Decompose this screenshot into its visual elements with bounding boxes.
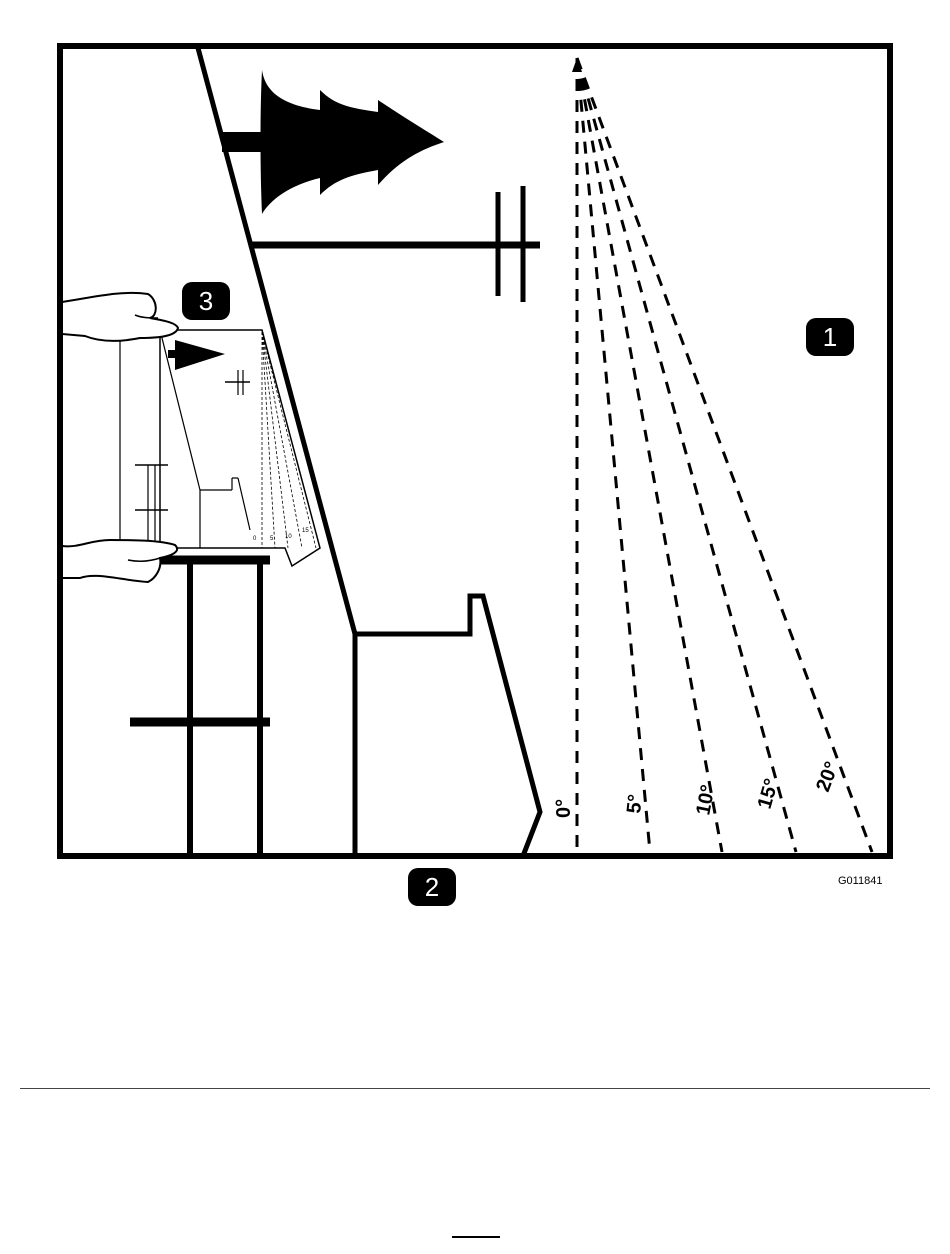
angle-line-5 (577, 58, 650, 852)
stand (130, 560, 270, 856)
mower-body (355, 596, 540, 856)
hand-icon (62, 540, 177, 582)
angle-line-15 (577, 58, 796, 852)
angle-line-20 (577, 58, 872, 852)
svg-text:2: 2 (425, 872, 439, 902)
angle-label: 0° (553, 799, 575, 818)
angle-line-10 (577, 58, 722, 852)
slope-gauge-icon: 0 5 10 15 (120, 330, 320, 566)
svg-text:3: 3 (199, 286, 213, 316)
mini-angle-label: 15 (302, 528, 309, 534)
angle-lines (577, 58, 872, 852)
figure-id: G011841 (838, 875, 882, 887)
tree-icon (222, 70, 444, 214)
angle-label: 15° (754, 776, 783, 811)
fence-icon (252, 186, 540, 302)
section-divider (20, 1088, 930, 1089)
angle-label: 20° (812, 759, 843, 795)
svg-text:1: 1 (823, 322, 837, 352)
callout-1: 1 (806, 318, 854, 356)
mini-angle-label: 10 (285, 534, 292, 540)
hand-icon (62, 293, 178, 341)
callout-3: 3 (182, 282, 230, 320)
page-footer-rule (452, 1236, 500, 1238)
callout-2: 2 (408, 868, 456, 906)
angle-label: 5° (623, 793, 647, 814)
